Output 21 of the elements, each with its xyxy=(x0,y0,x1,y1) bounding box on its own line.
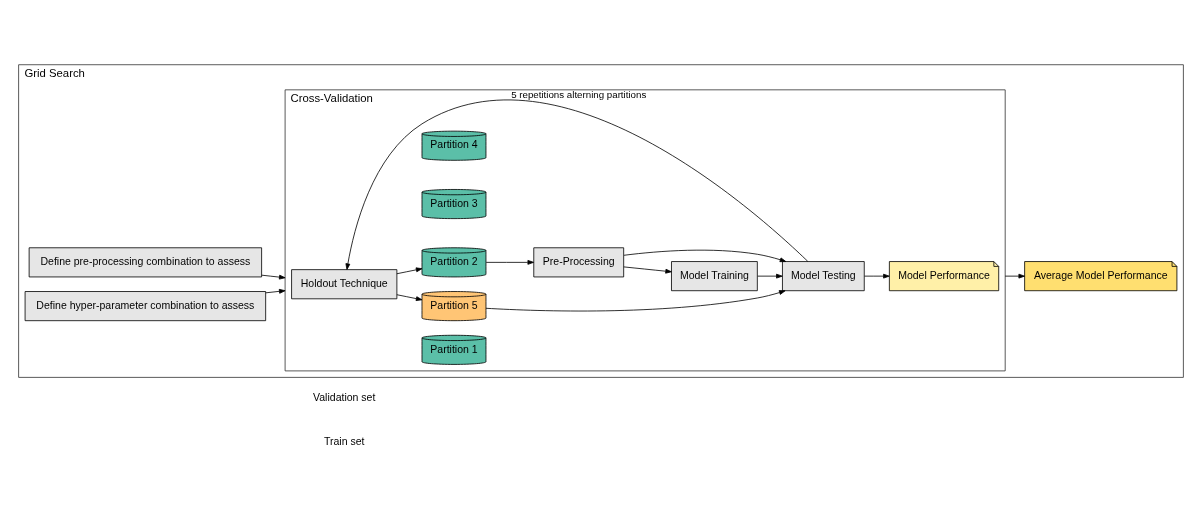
node-box: Holdout Technique xyxy=(291,269,398,300)
node-box: Model Testing xyxy=(782,261,865,292)
arrow xyxy=(396,267,423,275)
arrow xyxy=(345,99,809,270)
node-box: Pre-Processing xyxy=(533,247,625,278)
arrow xyxy=(396,294,423,301)
arrow xyxy=(1004,273,1025,279)
edge-label: 5 repetitions alterning partitions xyxy=(511,88,647,100)
arrow xyxy=(265,288,286,294)
arrow xyxy=(757,273,783,279)
node-box: Define pre-processing combination to assess xyxy=(28,247,262,278)
arrow xyxy=(485,290,786,312)
label: Train set xyxy=(323,434,365,447)
arrow xyxy=(485,259,534,265)
node-box: Define hyper-parameter combination to assess xyxy=(24,291,267,322)
arrow xyxy=(623,249,787,263)
node-box: Model Training xyxy=(671,261,758,292)
arrow xyxy=(623,266,672,274)
arrow xyxy=(864,273,890,279)
label: Validation set xyxy=(313,391,376,404)
arrow xyxy=(261,274,286,280)
